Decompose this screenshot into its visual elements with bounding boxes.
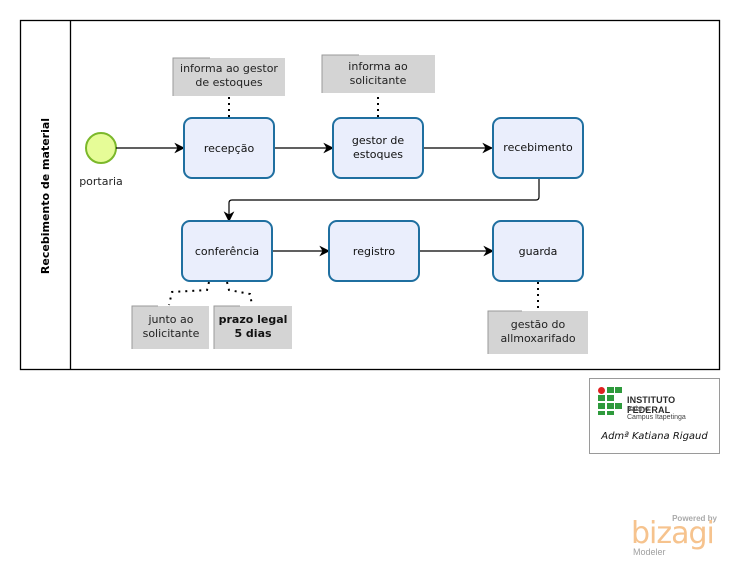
task-guarda[interactable]: guarda: [492, 220, 584, 282]
association-line: [226, 281, 253, 306]
if-logo-icon: [598, 387, 624, 415]
institution-name: INSTITUTO FEDERAL: [627, 395, 676, 415]
association-line: [168, 281, 210, 306]
annotation-line: solicitante: [350, 74, 407, 87]
annotation-line: solicitante: [143, 327, 200, 340]
bizagi-product-label: Modeler: [633, 547, 666, 557]
sequence-flow: [223, 178, 540, 223]
task-label: recepção: [204, 142, 255, 155]
svg-text:recepção: recepção: [204, 142, 255, 155]
annotation-line: gestão do: [511, 318, 566, 331]
author-name: Admª Katiana Rigaud: [601, 431, 708, 442]
svg-text:recebimento: recebimento: [503, 141, 573, 154]
task-label: recebimento: [503, 141, 573, 154]
start-event-label: portaria: [79, 175, 123, 188]
task-registro[interactable]: registro: [328, 220, 420, 282]
task-label: gestor de: [352, 134, 405, 147]
annotation-line: junto ao: [147, 313, 193, 326]
institution-logo-card: INSTITUTO FEDERAL Baiano Campus Itapetin…: [589, 378, 720, 454]
pool-border: [19, 19, 721, 371]
svg-text:guarda: guarda: [519, 245, 558, 258]
start-event[interactable]: [85, 132, 117, 164]
annotation-line: 5 dias: [234, 327, 272, 340]
task-label: registro: [353, 245, 395, 258]
institution-subtitle: Baiano: [627, 406, 649, 413]
annotation-line: allmoxarifado: [500, 332, 575, 345]
annotation-line: informa ao gestor: [180, 62, 278, 75]
annotation-line: de estoques: [195, 76, 263, 89]
annotation-line: prazo legal: [219, 313, 288, 326]
task-label: estoques: [353, 148, 403, 161]
annotation-line: informa ao: [348, 60, 408, 73]
task-conferencia[interactable]: conferência: [181, 220, 273, 282]
task-label: conferência: [195, 245, 259, 258]
task-label: guarda: [519, 245, 558, 258]
bizagi-watermark: Powered by bizagi Modeler: [628, 512, 723, 562]
svg-text:conferência: conferência: [195, 245, 259, 258]
task-recebimento[interactable]: recebimento: [492, 117, 584, 179]
lane-label: Recebimento de material: [39, 118, 52, 274]
bizagi-logo: bizagi: [631, 516, 715, 551]
svg-text:registro: registro: [353, 245, 395, 258]
task-recepcao[interactable]: recepção: [183, 117, 275, 179]
powered-by-label: Powered by: [672, 514, 717, 523]
institution-campus: Campus Itapetinga: [627, 414, 686, 421]
